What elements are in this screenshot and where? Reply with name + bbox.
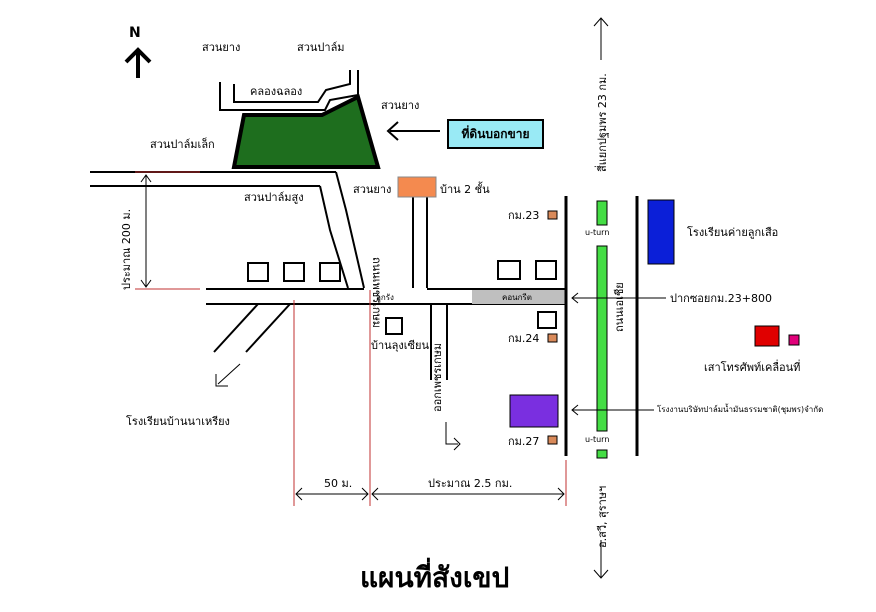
house-2-floor <box>397 176 437 198</box>
canal-line-inner <box>233 70 351 103</box>
label-road-phet: ถนนเพชรเกษม <box>370 257 383 329</box>
road-diag-right <box>335 171 365 289</box>
label-highway: ถนนเอเชีย <box>613 282 626 332</box>
label-canal: คลองฉลอง <box>250 85 303 98</box>
land-for-sale-callout: ที่ดินบอกขาย <box>447 119 544 149</box>
label-rubber-right: สวนยาง <box>381 99 420 112</box>
label-house-2-floor: บ้าน 2 ชั้น <box>440 183 490 196</box>
house-3 <box>319 262 341 282</box>
school-camp <box>647 199 675 265</box>
north-label: N <box>129 25 141 41</box>
land-for-sale <box>231 94 381 169</box>
label-tall-palm: สวนปาล์มสูง <box>244 191 304 204</box>
label-factory: โรงงานบริษัทปาล์มน้ำมันธรรมชาติ(ชุมพร)จำ… <box>657 405 824 414</box>
road-nariang-2 <box>245 303 291 353</box>
median-bottom <box>596 449 608 459</box>
house-6 <box>537 311 557 329</box>
dim-200-head-top <box>140 174 152 183</box>
label-ban-lung-sian: บ้านลุงเซียน <box>371 339 429 352</box>
dim-200-head-bottom <box>140 279 152 288</box>
label-school-camp: โรงเรียนค่ายลูกเสือ <box>687 226 779 239</box>
canal-line-outer <box>219 70 359 111</box>
label-concrete: คอนกรีต <box>502 293 532 302</box>
label-dist-2-5km: ประมาณ 2.5 กม. <box>428 477 513 490</box>
cell-tower-small <box>788 334 800 346</box>
label-cell-tower: เสาโทรศัพท์เคลื่อนที่ <box>704 361 801 374</box>
arrow-nariang-head <box>215 374 228 387</box>
label-dist-200: ประมาณ 200 ม. <box>120 208 133 290</box>
label-dist-50: 50 ม. <box>324 477 353 490</box>
arrow-north-head <box>593 17 609 27</box>
dim-50-head-right <box>361 487 369 501</box>
cell-tower-big <box>754 325 780 347</box>
arrow-south-head <box>593 569 609 579</box>
concrete-segment <box>472 290 566 304</box>
pointer-factory-head <box>571 404 579 416</box>
km27-marker <box>547 435 558 445</box>
house-2 <box>283 262 305 282</box>
arrow-phet <box>445 422 458 445</box>
label-soi-entrance: ปากซอยกม.23+800 <box>670 292 772 305</box>
label-lukrang: ลูกรัง <box>376 293 394 302</box>
label-km27: กม.27 <box>508 435 540 448</box>
dim-25-head-right <box>557 487 565 501</box>
house-5 <box>535 260 557 280</box>
label-small-palm: สวนปาล์มเล็ก <box>150 138 215 151</box>
north-arrow-head <box>124 47 152 64</box>
label-rubber-top-left: สวนยาง <box>202 41 241 54</box>
label-exit-phet: ออกเพชรเกษม <box>431 342 444 412</box>
road-diag-left <box>319 185 349 289</box>
label-uturn-bottom: u-turn <box>585 435 610 444</box>
arrow-nariang <box>217 363 241 385</box>
house-lung-sian <box>385 317 403 335</box>
dim-50-head-left <box>295 487 303 501</box>
pointer-callout-head <box>386 121 399 141</box>
label-palm-top: สวนปาล์ม <box>297 41 345 54</box>
label-school-nariang: โรงเรียนบ้านนาเหรียง <box>126 415 230 428</box>
label-km23: กม.23 <box>508 209 540 222</box>
km23-marker <box>547 210 558 220</box>
label-uturn-top: u-turn <box>585 228 610 237</box>
map-title: แผนที่สังเขป <box>360 561 510 594</box>
pointer-soi-head <box>571 292 579 304</box>
road-nariang-1 <box>213 303 259 353</box>
km24-marker <box>547 333 558 343</box>
label-rubber-mid: สวนยาง <box>353 183 392 196</box>
label-road-bottom: อ.สวี, สุราษฯ <box>596 485 609 548</box>
label-km24: กม.24 <box>508 332 540 345</box>
house-4 <box>497 260 521 280</box>
factory <box>509 394 559 428</box>
label-road-top: สี่แยกปฐมพร 23 กม. <box>596 73 609 172</box>
house-1 <box>247 262 269 282</box>
median-main <box>596 245 608 432</box>
arrow-phet-head <box>453 437 461 451</box>
dim-25-head-left <box>371 487 379 501</box>
median-top <box>596 200 608 226</box>
